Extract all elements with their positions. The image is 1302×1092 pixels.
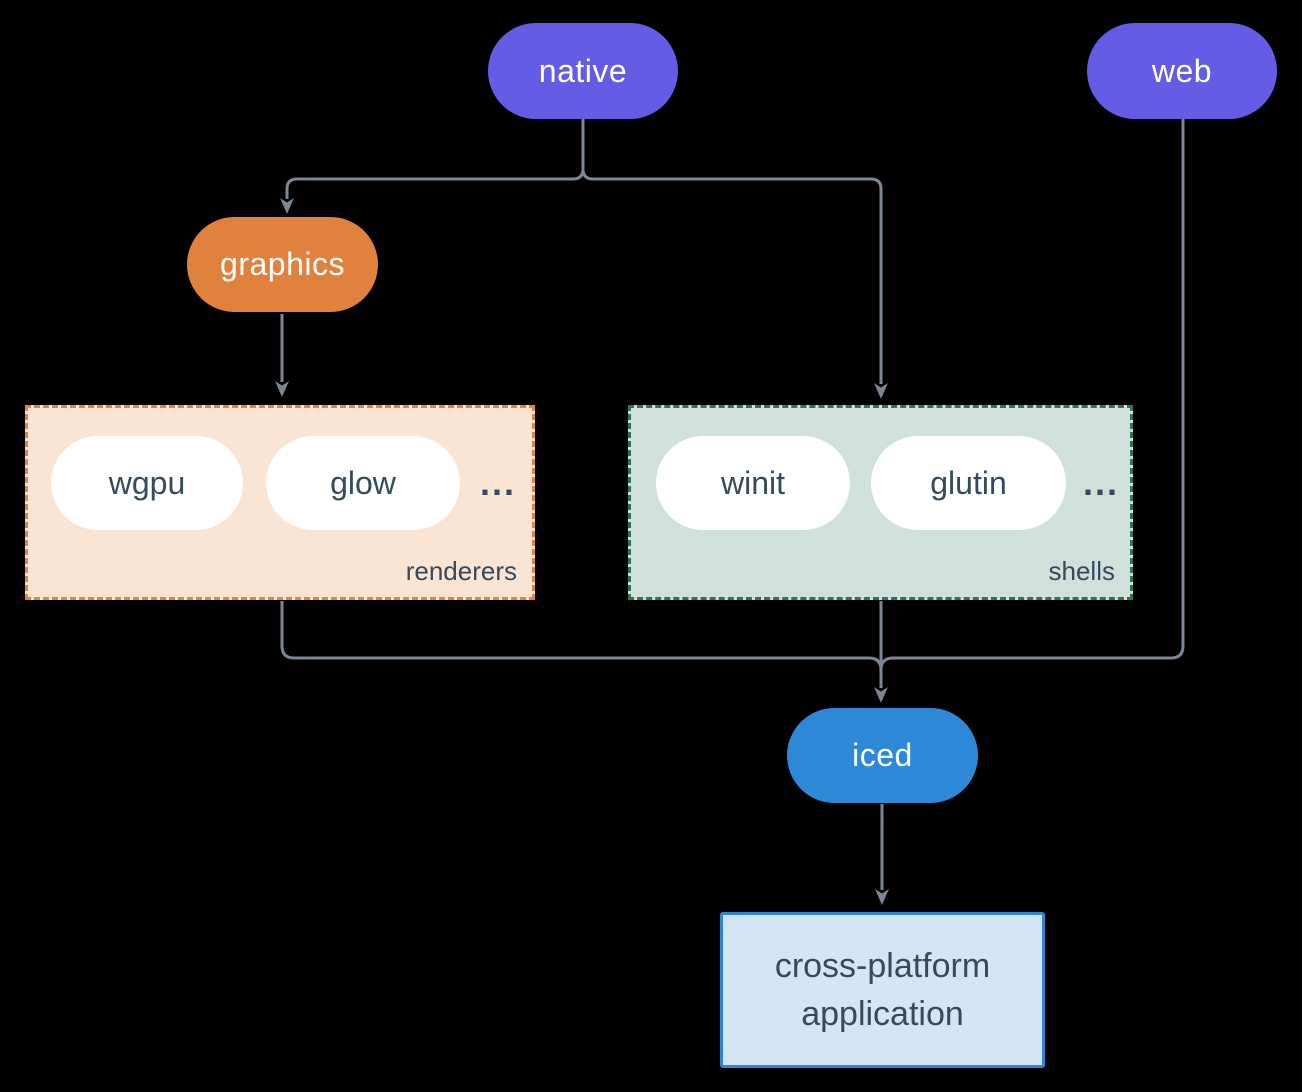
node-iced-label: iced <box>852 737 913 773</box>
node-wgpu-label: wgpu <box>108 464 186 501</box>
node-web: web <box>1087 23 1277 119</box>
group-renderers: wgpu glow ... renderers <box>25 405 535 600</box>
edge-native-to-shells <box>581 168 888 399</box>
node-web-label: web <box>1151 52 1213 89</box>
node-winit: winit <box>656 436 850 530</box>
node-glutin-label: glutin <box>930 464 1007 501</box>
node-cross-platform-application: cross-platform application <box>720 912 1045 1068</box>
node-native-label: native <box>538 52 628 89</box>
renderers-ellipsis: ... <box>479 462 516 503</box>
node-glow: glow <box>266 436 460 530</box>
node-graphics-label: graphics <box>220 246 345 282</box>
node-glow-label: glow <box>330 464 396 501</box>
group-shells-label: shells <box>1048 556 1115 586</box>
node-iced: iced <box>787 708 978 803</box>
app-label-line1: cross-platform <box>774 947 991 985</box>
node-wgpu: wgpu <box>51 436 243 530</box>
group-renderers-label: renderers <box>405 556 517 586</box>
node-graphics: graphics <box>187 217 378 312</box>
edge-native-to-graphics <box>280 119 585 214</box>
app-label-line2: application <box>801 995 964 1033</box>
edge-renderers-to-iced <box>280 601 883 671</box>
node-winit-label: winit <box>720 464 785 501</box>
node-native: native <box>488 23 678 119</box>
group-shells: winit glutin ... shells <box>628 405 1133 600</box>
node-glutin: glutin <box>871 436 1066 530</box>
shells-ellipsis: ... <box>1082 462 1119 503</box>
